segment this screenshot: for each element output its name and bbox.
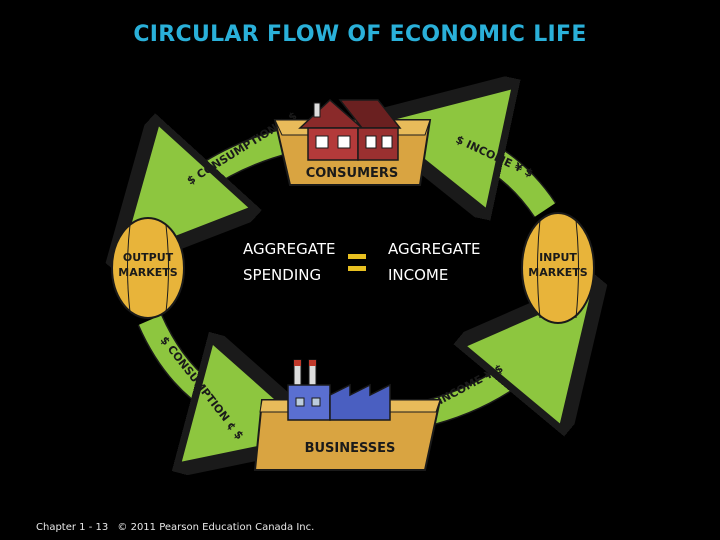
slide-title: CIRCULAR FLOW OF ECONOMIC LIFE	[133, 22, 587, 47]
aggregate-income-line2: INCOME	[388, 266, 448, 284]
businesses-node: BUSINESSES	[253, 359, 442, 471]
flow-arrow-bottom-right	[416, 335, 555, 415]
aggregate-income-line1: AGGREGATE	[388, 240, 481, 258]
flow-arrow-top-right	[435, 135, 557, 210]
input-markets-node: INPUT MARKETS	[521, 212, 595, 324]
house-icon	[298, 98, 402, 161]
flow-label-bottom-left: $ CONSUMPTION ¢ $	[158, 334, 247, 442]
consumers-node: CONSUMERS	[273, 98, 432, 186]
equals-sign-top	[348, 254, 366, 259]
center-equation: AGGREGATE SPENDING AGGREGATE INCOME	[243, 240, 481, 284]
aggregate-spending-line2: SPENDING	[243, 266, 321, 284]
input-markets-label-line1: INPUT	[539, 251, 577, 264]
slide-footer: Chapter 1 - 13 © 2011 Pearson Education …	[36, 522, 320, 533]
chapter-label: Chapter 1 - 13	[36, 522, 109, 533]
output-markets-node: OUTPUT MARKETS	[111, 217, 185, 319]
input-markets-label-line2: MARKETS	[528, 266, 587, 279]
output-markets-label-line1: OUTPUT	[123, 251, 174, 264]
businesses-label: BUSINESSES	[305, 441, 396, 456]
output-markets-label-line2: MARKETS	[118, 266, 177, 279]
equals-sign-bottom	[348, 266, 366, 271]
flow-arrow-top-left	[160, 140, 294, 215]
flow-arrow-bottom-left	[137, 314, 260, 420]
copyright-label: © 2011 Pearson Education Canada Inc.	[117, 522, 315, 533]
consumers-label: CONSUMERS	[306, 166, 399, 181]
aggregate-spending-line1: AGGREGATE	[243, 240, 336, 258]
factory-icon	[287, 359, 391, 421]
